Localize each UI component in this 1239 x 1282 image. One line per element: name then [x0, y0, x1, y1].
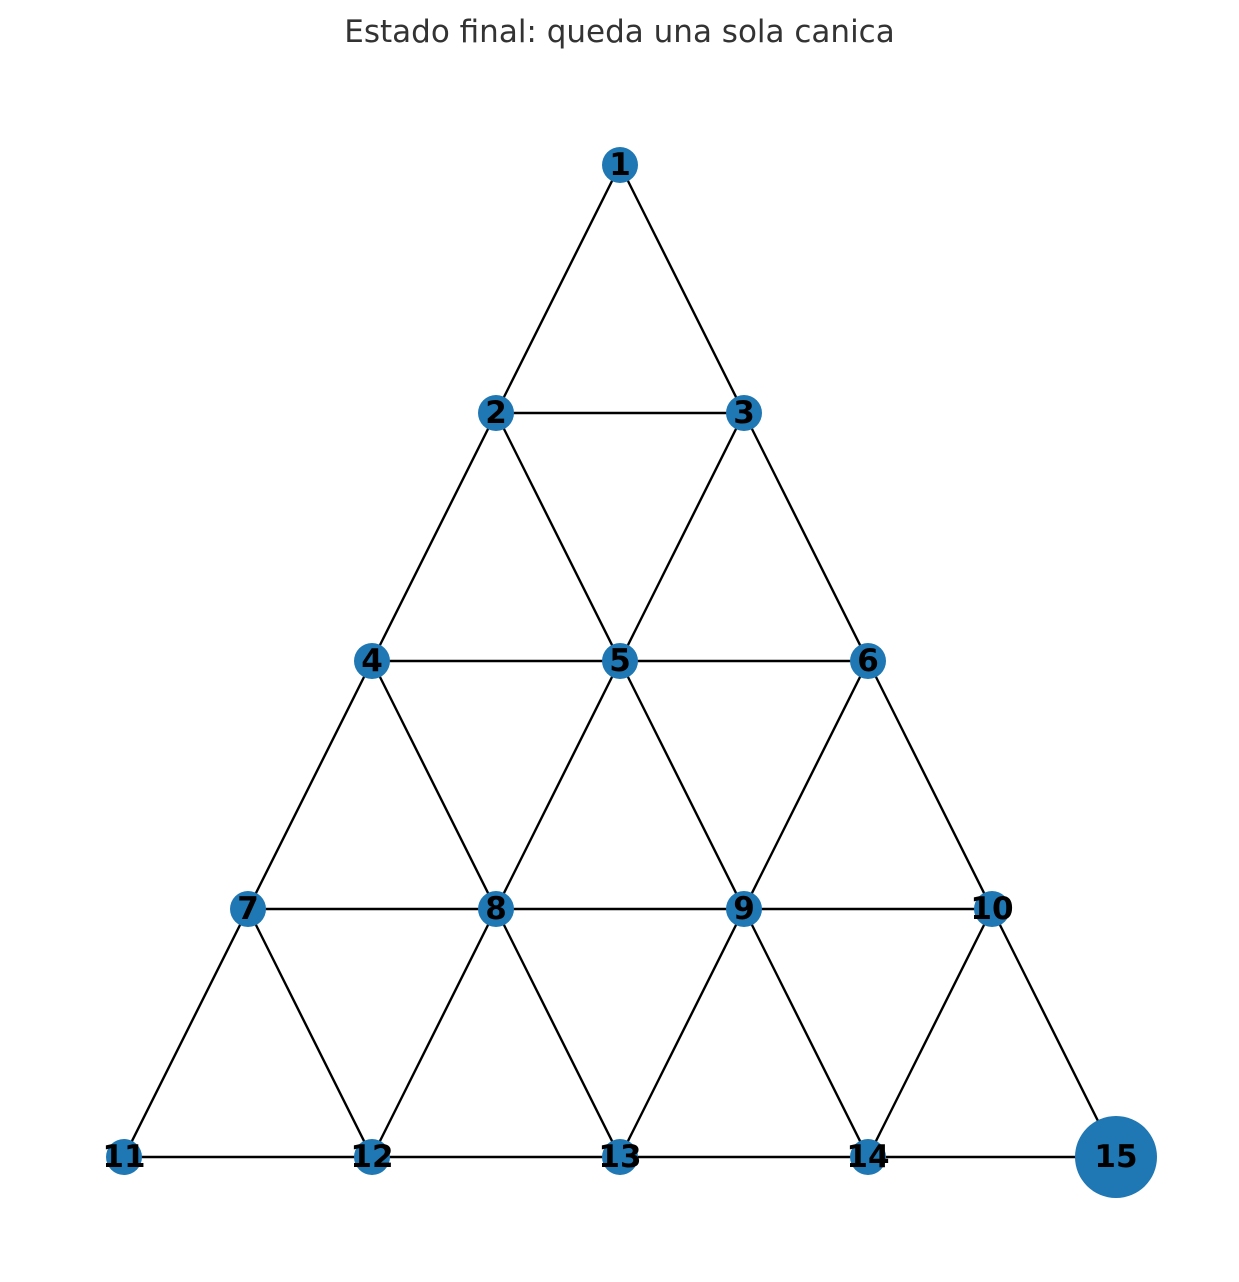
hole-7	[230, 891, 266, 927]
node-label-9: 9	[733, 891, 755, 927]
edge-5-8	[494, 660, 622, 910]
node-6: 6	[850, 643, 886, 679]
hole-12	[354, 1139, 390, 1175]
hole-14	[850, 1139, 886, 1175]
hole-13	[602, 1139, 638, 1175]
hole-8	[478, 891, 514, 927]
hole-10	[974, 891, 1010, 927]
hole-6	[850, 643, 886, 679]
node-label-10: 10	[970, 891, 1013, 927]
edge-8-12	[370, 908, 498, 1158]
edge-8-13	[494, 908, 622, 1158]
edge-9-14	[742, 908, 870, 1158]
node-label-14: 14	[846, 1139, 889, 1175]
node-9: 9	[726, 891, 762, 927]
hole-2	[478, 395, 514, 431]
node-11: 11	[102, 1139, 146, 1175]
edges-layer	[122, 164, 1118, 1159]
node-7: 7	[230, 891, 266, 927]
edge-7-12	[246, 908, 374, 1158]
node-5: 5	[602, 643, 638, 679]
edge-10-15	[990, 908, 1118, 1158]
node-10: 10	[970, 891, 1014, 927]
node-1: 1	[602, 147, 638, 183]
node-label-1: 1	[609, 147, 631, 183]
node-label-12: 12	[350, 1139, 393, 1175]
node-label-3: 3	[733, 395, 755, 431]
edge-5-9	[618, 660, 746, 910]
diagram-title: Estado final: queda una sola canica	[344, 14, 895, 50]
hole-1	[602, 147, 638, 183]
node-label-4: 4	[361, 643, 383, 679]
edge-2-5	[494, 412, 622, 662]
edge-10-14	[866, 908, 994, 1158]
edge-9-13	[618, 908, 746, 1158]
node-label-11: 11	[102, 1139, 145, 1175]
hole-5	[602, 643, 638, 679]
edge-3-5	[618, 412, 746, 662]
edge-7-11	[122, 908, 250, 1158]
node-label-6: 6	[857, 643, 879, 679]
edge-4-7	[246, 660, 374, 910]
node-12: 12	[350, 1139, 394, 1175]
node-label-13: 13	[598, 1139, 641, 1175]
hole-4	[354, 643, 390, 679]
node-8: 8	[478, 891, 514, 927]
node-label-2: 2	[485, 395, 507, 431]
edge-1-3	[618, 164, 746, 414]
node-14: 14	[846, 1139, 890, 1175]
hole-3	[726, 395, 762, 431]
edge-3-6	[742, 412, 870, 662]
node-13: 13	[598, 1139, 642, 1175]
edge-2-4	[370, 412, 498, 662]
edge-6-9	[742, 660, 870, 910]
node-label-8: 8	[485, 891, 507, 927]
node-label-7: 7	[237, 891, 259, 927]
node-4: 4	[354, 643, 390, 679]
hole-11	[106, 1139, 142, 1175]
node-2: 2	[478, 395, 514, 431]
node-3: 3	[726, 395, 762, 431]
node-label-15: 15	[1094, 1139, 1137, 1175]
edge-1-2	[494, 164, 622, 414]
edge-6-10	[866, 660, 994, 910]
hole-9	[726, 891, 762, 927]
marble-15	[1075, 1116, 1157, 1198]
node-label-5: 5	[609, 643, 631, 679]
edge-4-8	[370, 660, 498, 910]
node-15: 15	[1075, 1116, 1157, 1198]
